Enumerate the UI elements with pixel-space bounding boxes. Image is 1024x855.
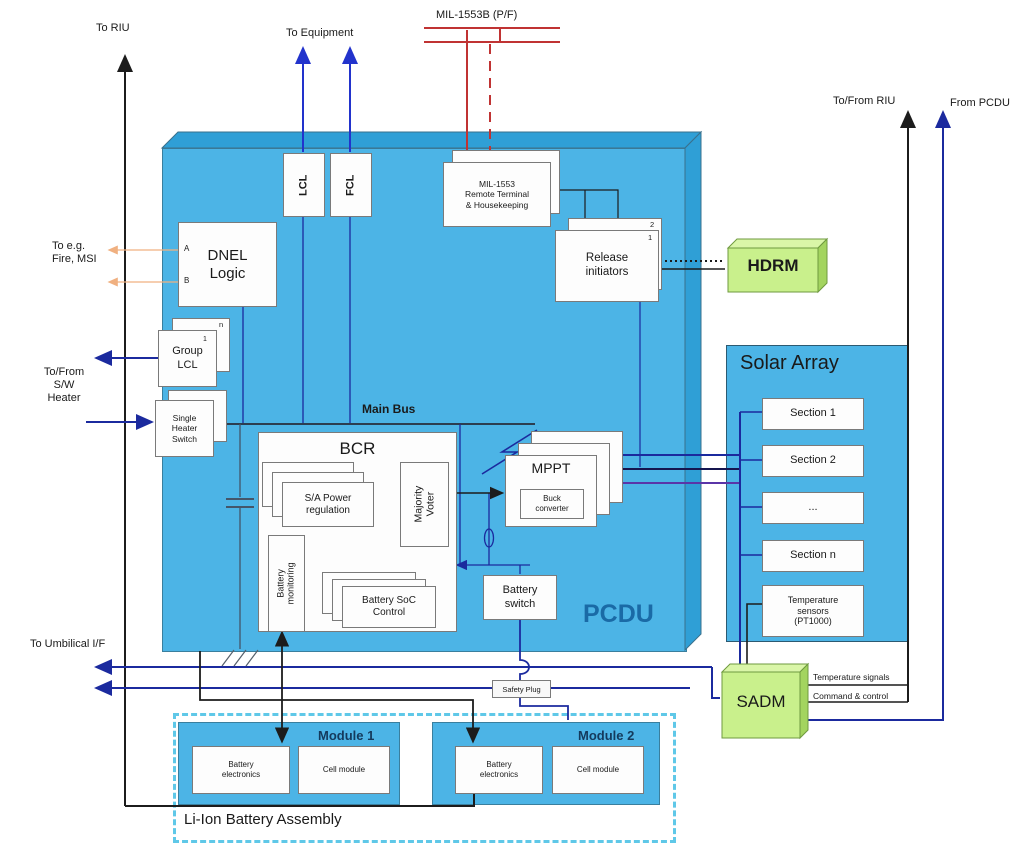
lcl-box: LCL bbox=[283, 153, 325, 217]
to-eg-fire-label: To e.g. Fire, MSI bbox=[52, 240, 97, 265]
mil1553-bus-lines bbox=[424, 27, 560, 168]
single-heater-label: Single Heater Switch bbox=[171, 413, 198, 444]
to-from-sw-heater-label: To/From S/W Heater bbox=[43, 366, 85, 404]
release-n2: 2 bbox=[650, 220, 655, 229]
section-2-label: Section 2 bbox=[790, 454, 836, 467]
solar-array-title: Solar Array bbox=[740, 352, 839, 374]
to-umbilical-label: To Umbilical I/F bbox=[30, 638, 106, 650]
majority-voter-box: Majority Voter bbox=[400, 462, 449, 547]
battery-assembly-title: Li-Ion Battery Assembly bbox=[184, 811, 342, 828]
module-2-electronics-label: Battery electronics bbox=[479, 760, 519, 779]
module-2-label: Module 2 bbox=[578, 728, 635, 743]
module-1-electronics: Battery electronics bbox=[192, 746, 290, 794]
lcl-label: LCL bbox=[297, 174, 310, 196]
group-lcl-label: Group LCL bbox=[172, 345, 203, 371]
capacitor-symbol bbox=[226, 498, 254, 508]
battery-switch-box: Battery switch bbox=[483, 575, 557, 620]
temp-signals-label: Temperature signals bbox=[813, 672, 890, 682]
sadm-label: SADM bbox=[736, 692, 786, 711]
current-sensor-coil bbox=[483, 528, 495, 548]
sa-power-label: S/A Power regulation bbox=[304, 492, 352, 516]
battery-monitoring-label: Battery monitoring bbox=[276, 562, 297, 605]
safety-plug-box: Safety Plug bbox=[492, 680, 551, 698]
release-initiators-box: Release initiators bbox=[555, 230, 659, 302]
mil1553-box: MIL-1553 Remote Terminal & Housekeeping bbox=[443, 162, 551, 227]
sa-power-box: S/A Power regulation bbox=[282, 482, 374, 527]
pcdu-bevel bbox=[160, 130, 703, 652]
solar-section-n: Section n bbox=[762, 540, 864, 572]
section-n-label: Section n bbox=[790, 549, 836, 562]
module2-control-arrow bbox=[199, 651, 481, 744]
module-2-electronics: Battery electronics bbox=[455, 746, 543, 794]
main-bus-label: Main Bus bbox=[362, 402, 416, 416]
group-lcl-box: Group LCL bbox=[158, 330, 217, 387]
temp-sensors-label: Temperature sensors (PT1000) bbox=[787, 594, 839, 627]
battery-soc-label: Battery SoC Control bbox=[362, 595, 416, 618]
battery-switch-safety-wire bbox=[519, 618, 569, 720]
temp-sensors-box: Temperature sensors (PT1000) bbox=[762, 585, 864, 637]
dnel-b-label: B bbox=[184, 276, 190, 285]
single-heater-box: Single Heater Switch bbox=[155, 400, 214, 457]
ground-symbol bbox=[221, 649, 259, 667]
module-2-cell-label: Cell module bbox=[576, 765, 620, 775]
mil1553-label: MIL-1553 Remote Terminal & Housekeeping bbox=[464, 179, 530, 210]
section-1-label: Section 1 bbox=[790, 407, 836, 420]
from-pcdu-label: From PCDU bbox=[950, 97, 1010, 109]
pcdu-label: PCDU bbox=[583, 600, 654, 628]
safety-plug-label: Safety Plug bbox=[502, 684, 541, 694]
release-initiators-label: Release initiators bbox=[585, 252, 629, 278]
module-2-cell: Cell module bbox=[552, 746, 644, 794]
to-equipment-label: To Equipment bbox=[286, 27, 354, 39]
hdrm-box bbox=[726, 237, 829, 294]
fcl-label: FCL bbox=[344, 174, 357, 196]
solar-section-ellipsis: ... bbox=[762, 492, 864, 524]
temp-sensor-wire bbox=[746, 603, 762, 664]
module-1-electronics-label: Battery electronics bbox=[221, 760, 261, 779]
mppt-title: MPPT bbox=[531, 460, 571, 476]
from-pcdu-arrow bbox=[800, 110, 951, 721]
to-from-riu-label: To/From RIU bbox=[833, 95, 896, 107]
umbilical-sadm-link bbox=[711, 667, 720, 699]
solar-section-1: Section 1 bbox=[762, 398, 864, 430]
battery-switch-label: Battery switch bbox=[502, 584, 538, 610]
command-control-label: Command & control bbox=[813, 691, 889, 701]
majority-voter-label: Majority Voter bbox=[412, 486, 437, 523]
mil1553b-label: MIL-1553B (P/F) bbox=[436, 9, 518, 21]
sadm-box bbox=[720, 662, 810, 740]
group-lcl-sup: 1 bbox=[203, 336, 207, 343]
fcl-box: FCL bbox=[330, 153, 372, 217]
battery-soc-box: Battery SoC Control bbox=[342, 586, 436, 628]
mil-release-wire-1 bbox=[548, 189, 619, 218]
dnel-label: DNEL Logic bbox=[207, 246, 248, 282]
hdrm-label: HDRM bbox=[747, 256, 799, 275]
to-riu-label: To RIU bbox=[96, 22, 130, 34]
internal-wiring bbox=[199, 189, 908, 744]
module-1-label: Module 1 bbox=[318, 728, 375, 743]
battery-monitoring-box: Battery monitoring bbox=[268, 535, 305, 632]
section-ellipsis-label: ... bbox=[808, 501, 818, 514]
group-lcl-n: n bbox=[219, 320, 224, 329]
buck-converter-label: Buck converter bbox=[535, 494, 569, 513]
bcr-title: BCR bbox=[339, 439, 376, 458]
module-1-cell-label: Cell module bbox=[322, 765, 366, 775]
solar-section-2: Section 2 bbox=[762, 445, 864, 477]
module-1-cell: Cell module bbox=[298, 746, 390, 794]
dnel-a-label: A bbox=[184, 244, 190, 253]
battery-assembly-dashed-box bbox=[173, 713, 676, 843]
section-stubs bbox=[740, 411, 762, 556]
lightning-symbol bbox=[481, 429, 538, 475]
release-n1: 1 bbox=[648, 233, 653, 242]
dnel-logic-box: DNEL Logic bbox=[178, 222, 277, 307]
buck-converter-box: Buck converter bbox=[520, 489, 584, 519]
